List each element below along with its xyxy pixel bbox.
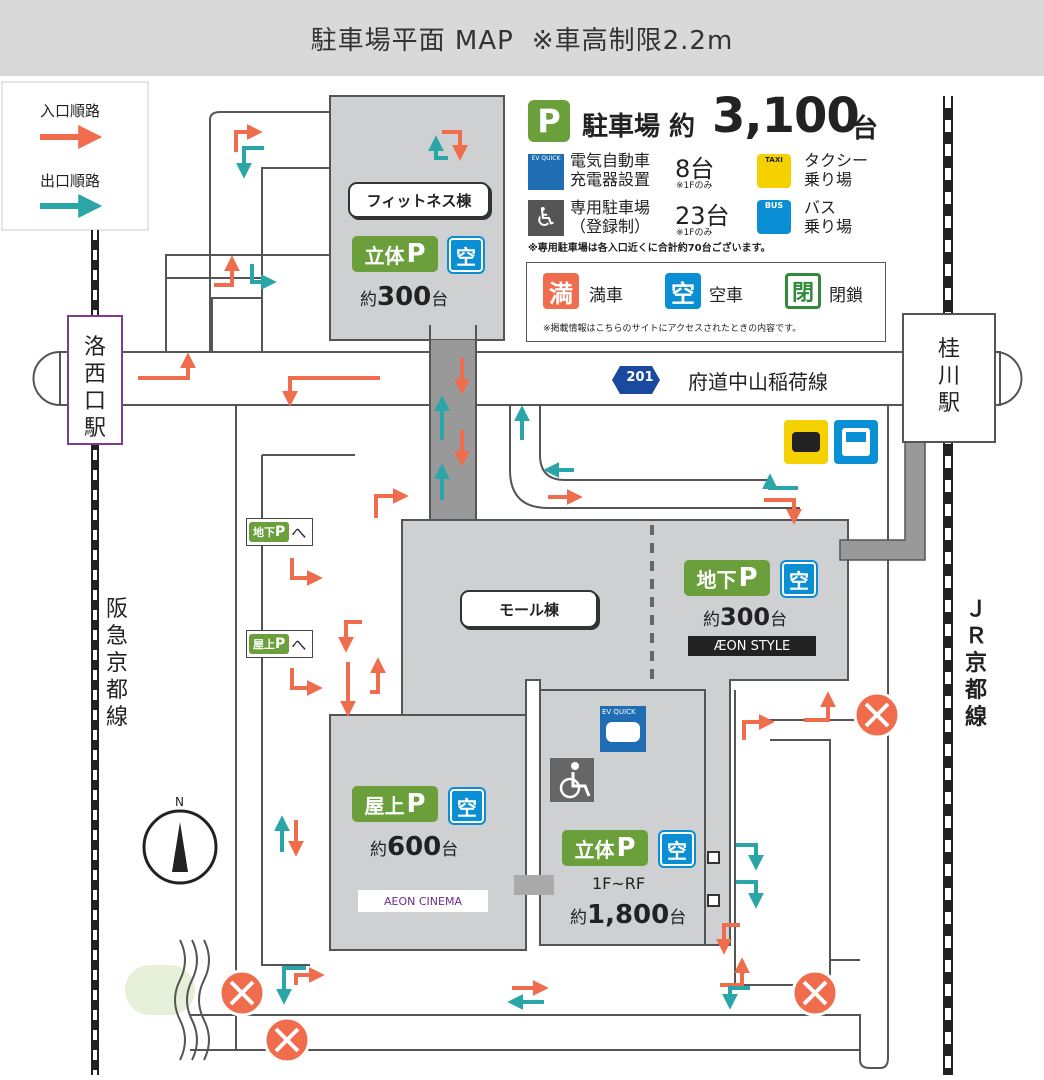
green-area — [125, 965, 195, 1015]
ramp — [430, 340, 476, 525]
to-basement-sign: 地下P へ — [246, 518, 314, 546]
closed-marker-icon — [791, 969, 839, 1017]
vacant-status-icon: 空 — [665, 273, 701, 309]
exit-route-label: 出口順路 — [40, 172, 101, 190]
compass-icon — [142, 809, 218, 885]
entry-route-label: 入口順路 — [40, 102, 101, 120]
exit-route-arrows — [236, 135, 798, 1010]
ev-badge-icon: EV QUICK — [528, 154, 564, 190]
katsuragawa-station-box — [902, 313, 996, 443]
page-title: 駐車場平面 MAP — [310, 25, 514, 56]
rakusai-station-box — [67, 315, 123, 445]
full-status-icon: 満 — [543, 273, 579, 309]
taxi-label-line2: 乗り場 — [804, 170, 853, 189]
full-status-label: 満車 — [589, 286, 623, 306]
multi-lot-floors: 1F~RF — [592, 874, 646, 893]
wheelchair-icon — [550, 758, 594, 802]
to-basement-type: 地下P — [249, 522, 290, 542]
hc-note: ※1Fのみ — [676, 228, 713, 238]
bus-badge-icon: BUS — [757, 200, 791, 234]
bus-label-line1: バス — [804, 198, 837, 217]
height-limit-note: ※車高制限2.2m — [531, 25, 734, 56]
route-201-icon — [612, 366, 660, 394]
wavy-cut — [174, 939, 186, 1061]
closed-marker-icon — [853, 691, 901, 739]
status-note: ※掲載情報はこちらのサイトにアクセスされたときの内容です。 — [543, 324, 802, 334]
parking-p-icon: P — [528, 100, 570, 142]
aeon-style-logo: ÆON STYLE — [688, 636, 816, 656]
aeon-cinema-logo: AEON CINEMA — [358, 890, 488, 912]
route-number: 201 — [626, 370, 654, 385]
ev-count: 8台 — [675, 155, 715, 183]
fitness-lot-status: 空 — [447, 236, 485, 274]
to-rooftop-type: 屋上P — [249, 634, 290, 654]
rooftop-lot-status: 空 — [448, 787, 486, 825]
summary-footnote: ※専用駐車場は各入口近くに合計約70台ございます。 — [528, 243, 771, 254]
summary-title: 駐車場 約 — [582, 112, 696, 142]
map-ev-badge-text: EV QUICK — [602, 708, 636, 716]
ev-label-line2: 充電器設置 — [570, 170, 651, 189]
ev-note: ※1Fのみ — [676, 181, 713, 191]
hc-label-line2: （登録制） — [570, 217, 651, 236]
taxi-icon — [784, 420, 828, 464]
ev-charger-icon — [600, 706, 646, 752]
fitness-lot-capacity: 約300台 — [360, 282, 449, 312]
rakusai-station-label: 洛西口駅 — [83, 335, 106, 441]
route-name: 府道中山稲荷線 — [688, 370, 828, 394]
total-unit: 台 — [852, 114, 879, 144]
hankyu-line-label: 阪急京都線 — [105, 597, 128, 730]
map-header: 駐車場平面 MAP ※車高制限2.2m — [0, 0, 1044, 76]
jr-line-label: ＪＲ京都線 — [964, 597, 987, 730]
closed-status-icon: 閉 — [785, 273, 821, 309]
fitness-lot — [329, 95, 505, 341]
status-legend: 満 満車 空 空車 閉 閉鎖 ※掲載情報はこちらのサイトにアクセスされたときの内… — [526, 262, 886, 342]
fitness-building-label: フィットネス棟 — [348, 182, 490, 218]
rooftop-lot-capacity: 約600台 — [370, 832, 459, 862]
total-capacity: 3,100 — [712, 88, 860, 144]
compass-north-label: N — [175, 795, 184, 809]
bus-icon — [834, 420, 878, 464]
mall-building-label: モール棟 — [460, 590, 598, 628]
accessible-parking-icon: ♿ — [528, 200, 564, 236]
multi-lot-capacity: 約1,800台 — [570, 900, 687, 930]
entry-route-arrows — [138, 124, 836, 996]
basement-lot-status: 空 — [780, 560, 818, 598]
closed-status-label: 閉鎖 — [829, 286, 863, 306]
katsuragawa-station-label: 桂川駅 — [937, 337, 960, 416]
ev-label-line1: 電気自動車 — [570, 151, 651, 170]
bus-label-line2: 乗り場 — [804, 217, 853, 236]
multi-lot-status: 空 — [658, 830, 696, 868]
to-rooftop-sign: 屋上P へ — [246, 630, 314, 658]
taxi-badge-icon: TAXI — [757, 154, 791, 188]
hc-count: 23台 — [675, 202, 730, 230]
hc-label-line1: 専用駐車場 — [570, 198, 651, 217]
closed-marker-icon — [218, 969, 266, 1017]
closed-marker-icon — [263, 1016, 311, 1064]
taxi-label-line1: タクシー — [804, 151, 869, 170]
basement-lot-capacity: 約300台 — [703, 603, 788, 631]
vacant-status-label: 空車 — [709, 286, 743, 306]
